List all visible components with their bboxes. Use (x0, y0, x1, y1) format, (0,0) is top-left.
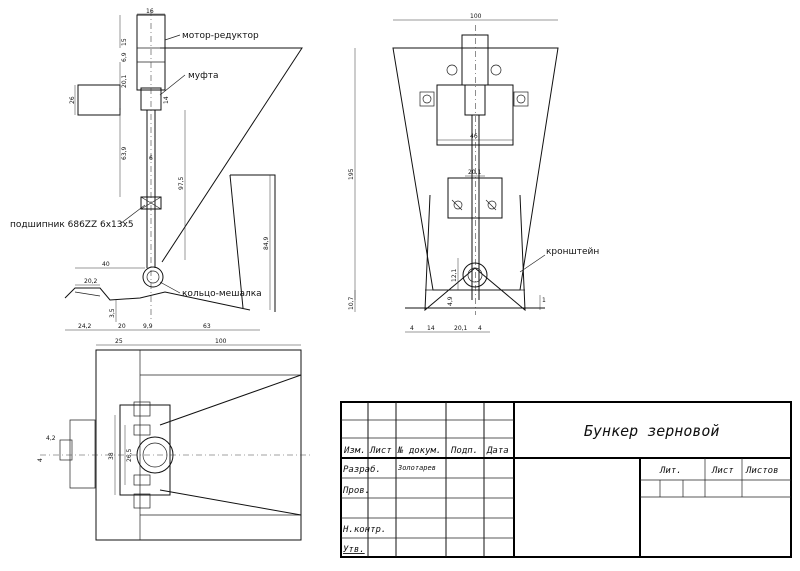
dim-side-20-2: 20,2 (84, 278, 98, 285)
dim-plan-25: 25 (115, 338, 123, 345)
label-motor: мотор-редуктор (182, 31, 259, 41)
bearing-bracket (447, 177, 503, 219)
hopper-wall-lower (230, 174, 276, 312)
header-lit: Лит. (659, 466, 682, 476)
dim-front-14: 14 (427, 325, 435, 332)
label-bearing: подшипник 686ZZ 6x13x5 (10, 220, 134, 230)
dim-side-9-9: 9,9 (143, 323, 153, 330)
leader-motor (164, 34, 181, 41)
dim-front-10-7: 10,7 (348, 296, 355, 310)
plan-hopper-upper (159, 374, 302, 426)
drawing-title: Бункер зерновой (584, 422, 719, 440)
header-sheet: Лист (711, 466, 734, 476)
dim-side-20: 20 (118, 323, 126, 330)
dim-plan-26-5: 26,5 (126, 448, 133, 462)
leader-coupling (159, 74, 186, 96)
dim-side-97-5: 97,5 (178, 176, 185, 190)
dim-front-100: 100 (470, 13, 482, 20)
dim-side-3-5: 3,5 (109, 308, 116, 318)
bracket-legs (424, 194, 526, 312)
leader-bearing (119, 204, 146, 225)
row-developer: Разраб. (343, 464, 381, 475)
dim-front-12-1: 12,1 (451, 268, 458, 282)
title-block-frame (340, 401, 792, 558)
hopper-wall-upper (160, 47, 303, 263)
ring-mixer (142, 266, 164, 288)
dim-front-4-right: 4 (478, 325, 482, 332)
dim-plan-38: 38 (108, 452, 115, 460)
ring-mixer-front (462, 262, 488, 288)
leader-ring (159, 281, 181, 294)
header-sign: Подп. (450, 446, 478, 456)
dim-side-15: 15 (121, 38, 128, 46)
dim-plan-4-2: 4,2 (46, 435, 56, 442)
header-doc: № докум. (397, 446, 441, 456)
dim-side-63-9: 63,9 (121, 146, 128, 160)
motor-front (461, 34, 489, 86)
label-bracket: кронштейн (546, 247, 599, 257)
header-date: Дата (486, 446, 509, 456)
dim-front-195: 195 (348, 168, 355, 180)
plan-motor (69, 419, 96, 489)
front-view: кронштейн 100 195 46 20,1 12,1 10,7 4,9 … (348, 13, 599, 333)
dim-side-top-width: 16 (146, 8, 154, 15)
dim-side-6: 6 (149, 155, 153, 162)
label-coupling: муфта (188, 71, 219, 81)
dim-side-26: 26 (69, 96, 76, 104)
bearing (140, 196, 162, 210)
dim-side-24-2: 24,2 (78, 323, 92, 330)
dim-side-20-1: 20,1 (121, 74, 128, 88)
dim-plan-4: 4 (37, 458, 44, 462)
dim-side-84-9: 84,9 (263, 236, 270, 250)
title-block: Бункер зерновой Изм. Лист № докум. Подп.… (340, 401, 792, 558)
label-ring: кольцо-мешалка (182, 289, 262, 299)
header-izm: Изм. (343, 446, 366, 456)
plan-view: 25 100 4,2 4 38 26,5 (37, 338, 310, 541)
dim-side-6-9: 6,9 (121, 52, 128, 62)
dim-front-1: 1 (542, 297, 546, 304)
row-checked: Пров. (342, 486, 370, 496)
leader-bracket (519, 254, 546, 273)
plan-bearing-plate (119, 404, 171, 496)
row-norm-control: Н.контр. (342, 525, 386, 535)
plan-hopper-lower (159, 489, 302, 516)
dim-front-20-1: 20,1 (468, 169, 482, 176)
plan-ring (136, 436, 174, 474)
dim-side-14: 14 (163, 96, 170, 104)
developer-name: Золотарев (397, 464, 436, 472)
hopper-slope (229, 174, 244, 309)
side-view: мотор-редуктор муфта подшипник 686ZZ 6x1… (10, 8, 303, 331)
dim-side-63: 63 (203, 323, 211, 330)
base-plate (64, 287, 251, 311)
dim-front-4-9: 4,9 (447, 296, 454, 306)
dim-plan-100: 100 (215, 338, 227, 345)
coupling-front (464, 84, 486, 116)
plan-outline (95, 349, 302, 541)
row-approved: Утв. (343, 545, 365, 555)
header-sheets: Листов (745, 466, 779, 476)
side-bracket (77, 84, 121, 116)
dim-front-20-1-bottom: 20,1 (454, 325, 468, 332)
dim-side-40: 40 (102, 261, 110, 268)
dim-front-46: 46 (470, 133, 478, 140)
dim-front-4-left: 4 (410, 325, 414, 332)
header-list: Лист (369, 446, 392, 456)
